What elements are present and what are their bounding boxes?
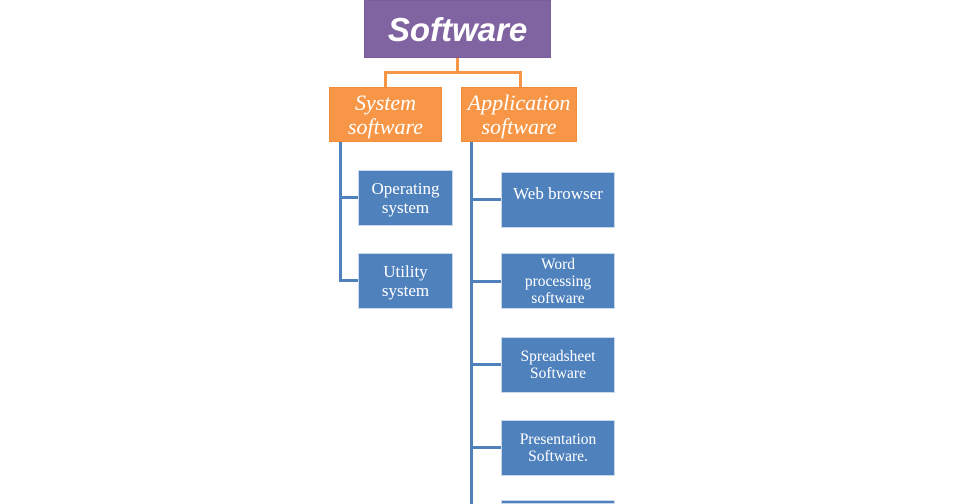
root-connector-right-drop <box>519 71 522 87</box>
operating-system-label: Operating system <box>371 179 440 217</box>
application-software-branch-4 <box>470 446 501 449</box>
application-software-branch-1 <box>470 198 501 201</box>
utility-system-label: Utility system <box>381 262 430 300</box>
leaf-node-web-browser: Web browser <box>501 172 615 228</box>
leaf-node-operating-system: Operating system <box>358 170 453 226</box>
branch-node-system-software: System software <box>329 87 442 142</box>
root-node-label: Software <box>387 11 528 48</box>
system-software-trunk <box>339 142 342 282</box>
application-software-trunk <box>470 142 473 504</box>
leaf-node-word-processing-software: Word processing software <box>501 253 615 309</box>
system-software-branch-1 <box>339 196 358 199</box>
leaf-node-presentation-software: Presentation Software. <box>501 420 615 476</box>
presentation-software-label: Presentation Software. <box>519 431 597 465</box>
system-software-branch-2 <box>339 279 358 282</box>
application-software-branch-3 <box>470 363 501 366</box>
application-software-label: Application software <box>467 89 571 139</box>
root-connector-left-drop <box>384 71 387 87</box>
leaf-node-utility-system: Utility system <box>358 253 453 309</box>
word-processing-software-label: Word processing software <box>524 255 592 307</box>
branch-node-application-software: Application software <box>461 87 577 142</box>
spreadsheet-software-label: Spreadsheet Software <box>520 348 596 382</box>
leaf-node-cutoff <box>501 500 615 504</box>
root-connector-horizontal <box>384 71 522 74</box>
root-node-software: Software <box>364 0 551 58</box>
leaf-node-spreadsheet-software: Spreadsheet Software <box>501 337 615 393</box>
root-connector-stem <box>456 58 459 73</box>
application-software-branch-2 <box>470 280 501 283</box>
system-software-label: System software <box>348 89 423 139</box>
web-browser-label: Web browser <box>513 184 603 203</box>
